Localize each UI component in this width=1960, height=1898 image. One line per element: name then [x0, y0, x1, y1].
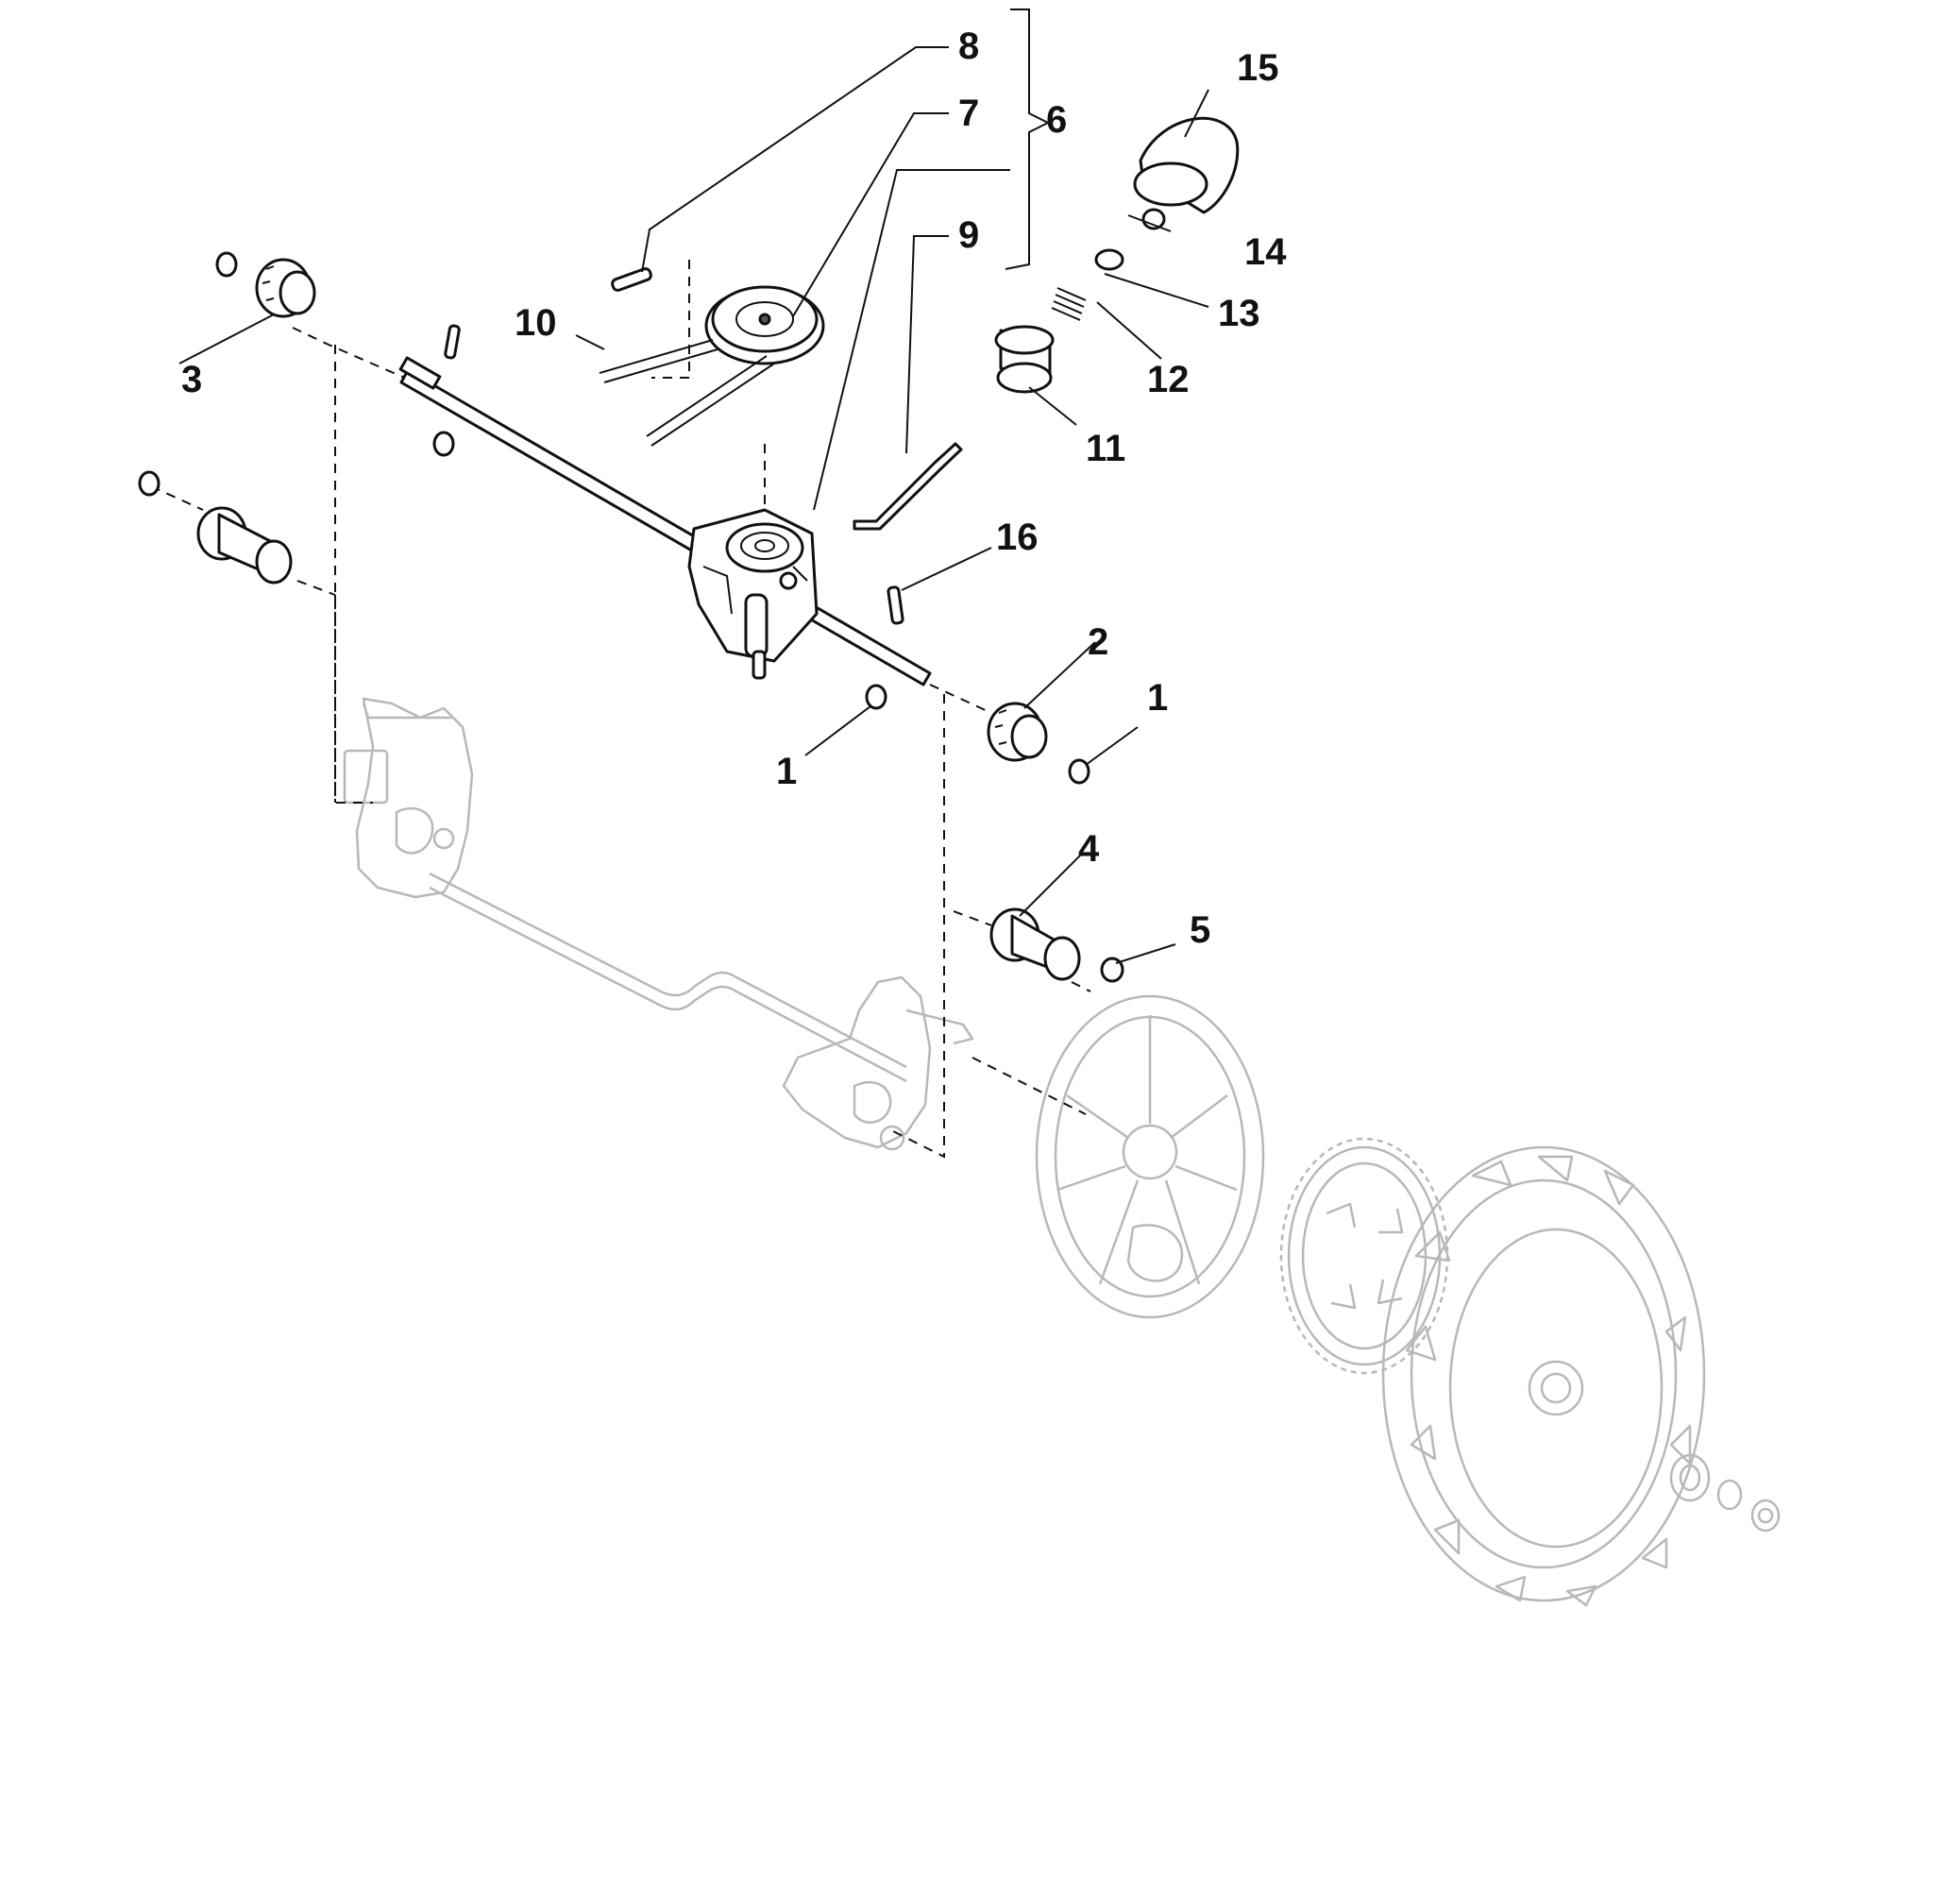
snap-ring-left — [138, 470, 161, 497]
pin-axle — [444, 324, 461, 360]
callout-11: 11 — [1086, 428, 1125, 469]
callout-labels: 8 7 6 15 9 14 10 13 3 12 11 16 2 1 1 4 5 — [181, 25, 1287, 951]
callout-16: 16 — [996, 517, 1039, 558]
snap-ring-1b — [1068, 758, 1090, 785]
axle-shaft — [398, 356, 932, 686]
ghost-wheel-tire — [1381, 1145, 1706, 1607]
ghost-deck-bracket-right — [782, 975, 974, 1151]
callout-7: 7 — [958, 93, 979, 134]
callout-13: 13 — [1218, 293, 1260, 334]
drive-pinion-2 — [987, 702, 1048, 762]
cable-bushing-11 — [994, 325, 1055, 394]
callout-1-left: 1 — [776, 751, 797, 792]
snap-ring-axle — [432, 431, 455, 457]
callout-10: 10 — [515, 302, 557, 344]
washer-5 — [1100, 957, 1124, 983]
ghost-axle-rod-lower — [429, 886, 907, 1083]
pin-8 — [611, 267, 652, 292]
callout-8: 8 — [958, 25, 979, 67]
callout-4: 4 — [1078, 828, 1100, 870]
pin-16 — [887, 585, 904, 625]
ghost-axle-rod — [429, 872, 907, 1069]
bushing-left — [196, 506, 293, 585]
ghost-deck-bracket-left — [343, 697, 474, 899]
callout-5: 5 — [1190, 909, 1210, 951]
gearbox-transmission — [687, 508, 819, 680]
callout-6: 6 — [1046, 99, 1067, 141]
drive-pinion-3 — [255, 258, 316, 318]
leader-lines — [178, 8, 1209, 964]
snap-ring-1a — [865, 684, 887, 710]
callout-14: 14 — [1244, 231, 1287, 273]
spring-12 — [1051, 287, 1087, 321]
callout-1-right: 1 — [1147, 677, 1168, 719]
callout-3: 3 — [181, 359, 202, 400]
drive-pulley — [704, 285, 825, 365]
bushing-4 — [989, 907, 1081, 981]
callout-12: 12 — [1147, 359, 1190, 400]
control-rod-9 — [853, 442, 963, 531]
ghost-wheel-bearing-nut — [1669, 1453, 1781, 1533]
callout-2: 2 — [1088, 621, 1108, 663]
ghost-wheel-hub-cover — [1035, 994, 1265, 1319]
cap-15 — [1133, 116, 1240, 214]
assembly-dashed-lines — [150, 260, 1091, 1159]
drive-belt — [599, 339, 775, 447]
callout-15: 15 — [1237, 47, 1279, 89]
callout-9: 9 — [958, 214, 979, 256]
washer-13 — [1094, 248, 1124, 271]
snap-ring-top-left — [215, 251, 238, 278]
